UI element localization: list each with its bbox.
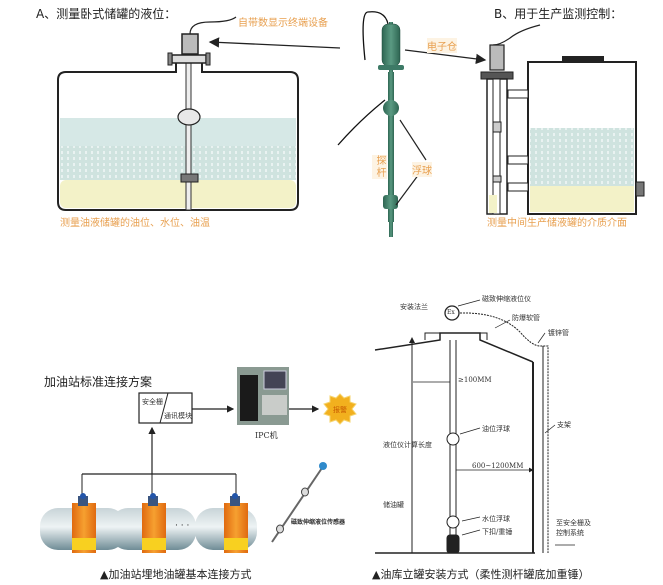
electronics-label: 电子仓 bbox=[427, 38, 457, 53]
float-label: 浮球 bbox=[412, 162, 432, 177]
gas-station-caption: ▲加油站埋地油罐基本连接方式 bbox=[100, 568, 252, 581]
sensor-label: 磁致伸缩液位传感器 bbox=[291, 519, 346, 526]
flex-hose-label: 防爆软管 bbox=[512, 314, 540, 322]
bracket-label: 支架 bbox=[557, 421, 571, 429]
comm-module-label: 通讯模块 bbox=[164, 412, 192, 420]
panel-a-title: A、测量卧式储罐的液位： bbox=[36, 7, 177, 21]
gas-station-title: 加油站标准连接方案 bbox=[44, 375, 153, 389]
flange-label: 安装法兰 bbox=[400, 303, 428, 311]
dim-side-label: 600~1200MM bbox=[472, 462, 524, 470]
gas-station-flow bbox=[40, 367, 357, 553]
panel-a-caption: 测量油液储罐的油位、水位、油温 bbox=[60, 218, 210, 229]
steel-pipe-label: 镀锌管 bbox=[548, 329, 569, 337]
tank-3 bbox=[195, 493, 257, 553]
ex-mark: Ex bbox=[447, 309, 455, 316]
control-label: 至安全栅及控制系统 bbox=[556, 519, 591, 537]
tank-2 bbox=[110, 493, 196, 553]
vertical-process-tank bbox=[480, 24, 645, 215]
weight-label: 下扣/重锤 bbox=[482, 528, 513, 536]
panel-b-caption: 测量中间生产储液罐的介质介面 bbox=[487, 218, 627, 229]
dim-top-label: ≥100MM bbox=[458, 376, 492, 384]
device-label: 自带数显示终端设备 bbox=[238, 18, 328, 29]
depot-caption: ▲油库立罐安装方式（柔性测杆罐底加重锤） bbox=[372, 568, 590, 581]
probe-label: 探杆 bbox=[372, 155, 387, 179]
horizontal-tank bbox=[57, 16, 299, 211]
float-level-probe bbox=[337, 11, 427, 237]
tank-label: 储油罐 bbox=[383, 501, 404, 509]
tank-1 bbox=[40, 493, 126, 553]
range-label: 液位仪计算长度 bbox=[383, 441, 432, 449]
panel-b-title: B、用于生产监测控制： bbox=[494, 7, 623, 21]
depot-tank-install bbox=[374, 299, 575, 554]
alarm-label: 报警 bbox=[333, 406, 347, 414]
safety-barrier-label: 安全栅 bbox=[142, 398, 163, 406]
ipc-label: IPC机 bbox=[255, 431, 278, 440]
gauge-label: 磁致伸缩液位仪 bbox=[482, 295, 531, 303]
alarm-burst bbox=[323, 393, 357, 425]
ellipsis: · · · bbox=[175, 521, 190, 531]
water-float-label: 水位浮球 bbox=[482, 515, 510, 523]
level-float-label: 油位浮球 bbox=[482, 425, 510, 433]
